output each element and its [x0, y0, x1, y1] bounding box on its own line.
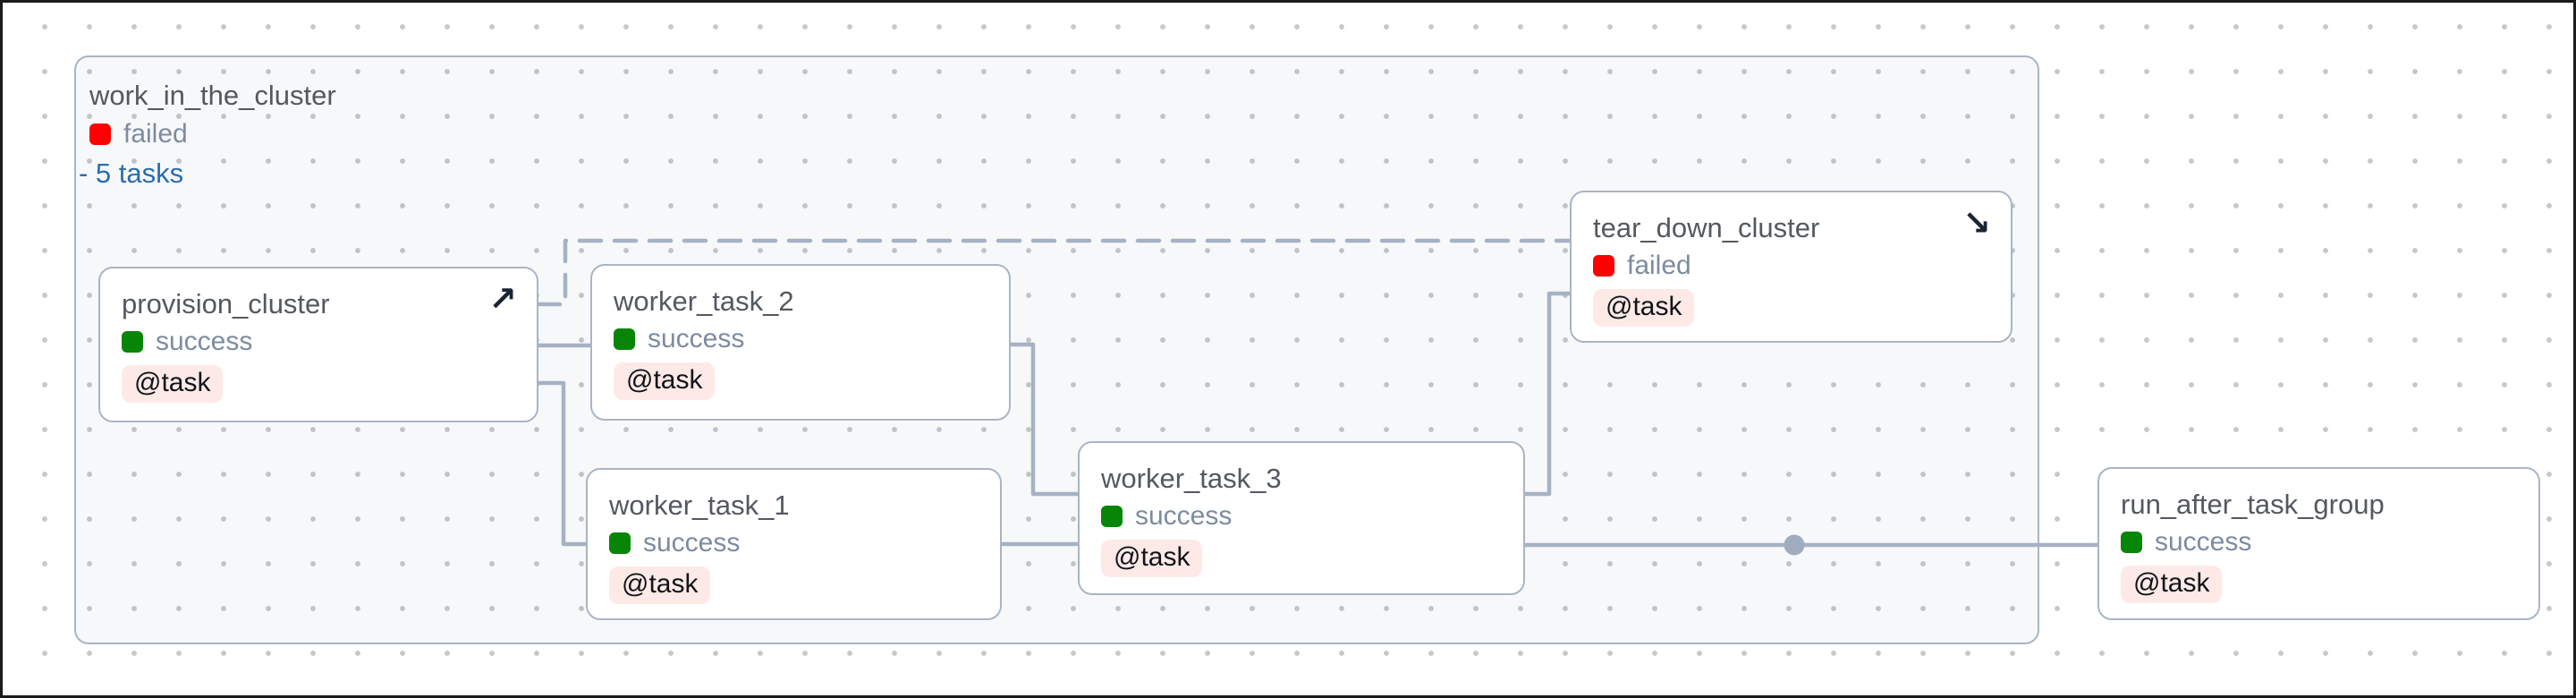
edge-provision-to-teardown	[536, 238, 1572, 307]
edge-worker3-to-teardown	[1525, 291, 1570, 497]
edge-junction-dot	[1784, 534, 1805, 556]
operator-badge: @task	[1593, 289, 1695, 327]
task-status-label: success	[2155, 527, 2252, 557]
task-status-label: success	[648, 324, 745, 353]
task-node-worker-task-1[interactable]: worker_task_1 success @task	[586, 468, 1002, 620]
task-group-title: work_in_the_cluster	[89, 80, 336, 111]
task-title: worker_task_2	[614, 285, 794, 317]
status-swatch-success	[614, 328, 635, 350]
status-swatch-success	[122, 331, 143, 353]
status-swatch-failed	[89, 123, 111, 145]
task-title: worker_task_1	[609, 489, 790, 521]
task-group-header: work_in_the_cluster failed - 5 tasks	[79, 79, 336, 191]
status-swatch-failed	[1593, 255, 1614, 277]
task-title: run_after_task_group	[2121, 489, 2385, 520]
setup-arrow-icon: ↗	[488, 279, 517, 319]
operator-badge: @task	[1101, 540, 1203, 577]
task-title: tear_down_cluster	[1593, 212, 1820, 243]
task-group-status-row: failed	[89, 119, 336, 149]
task-node-tear-down-cluster[interactable]: tear_down_cluster ↘ failed @task	[1570, 191, 2012, 343]
status-swatch-success	[2121, 532, 2142, 553]
status-swatch-success	[609, 532, 631, 554]
task-status-label: success	[643, 528, 741, 558]
teardown-arrow-icon: ↘	[1962, 203, 1991, 243]
operator-badge: @task	[614, 362, 716, 400]
task-node-run-after-task-group[interactable]: run_after_task_group success @task	[2097, 467, 2540, 620]
task-group-status-label: failed	[123, 119, 188, 149]
status-swatch-success	[1101, 506, 1123, 527]
task-title: provision_cluster	[122, 288, 330, 319]
task-status-label: failed	[1627, 251, 1691, 280]
operator-badge: @task	[609, 566, 711, 604]
task-node-provision-cluster[interactable]: provision_cluster ↗ success @task	[98, 267, 538, 422]
task-group-collapse-link[interactable]: - 5 tasks	[79, 157, 184, 189]
task-node-worker-task-2[interactable]: worker_task_2 success @task	[590, 264, 1011, 421]
operator-badge: @task	[2121, 566, 2223, 603]
task-status-label: success	[1135, 501, 1233, 531]
task-status-label: success	[156, 327, 253, 356]
edge-worker2-to-worker3	[1011, 342, 1078, 497]
task-node-worker-task-3[interactable]: worker_task_3 success @task	[1078, 441, 1525, 595]
task-title: worker_task_3	[1101, 463, 1282, 494]
operator-badge: @task	[122, 365, 224, 403]
edge-provision-to-worker1	[538, 380, 586, 547]
